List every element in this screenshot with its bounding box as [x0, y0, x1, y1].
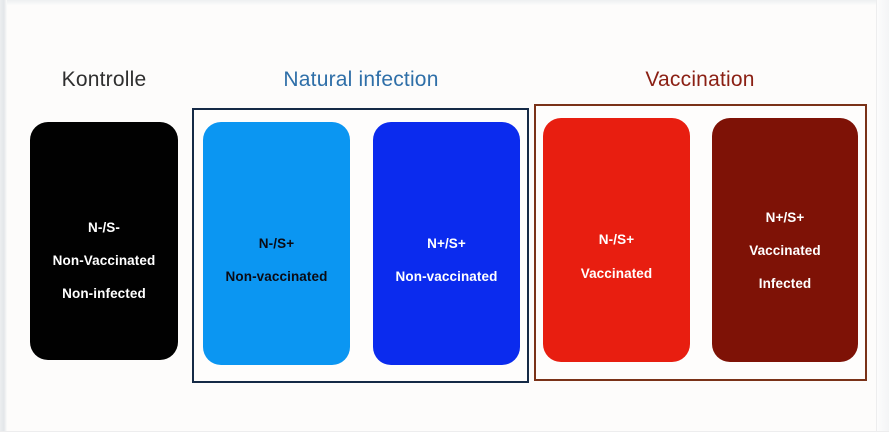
slide-edge-top [0, 0, 889, 5]
card-line-vaccination-status: Vaccinated [580, 265, 653, 281]
card-natural-n-neg-s-pos: N-/S+ Non-vaccinated [203, 122, 350, 365]
card-line-infection-status: Infected [758, 276, 812, 292]
slide-edge-left [0, 0, 7, 439]
card-line-serology: N-/S+ [258, 235, 295, 251]
card-line-infection-status: Non-infected [62, 286, 146, 302]
slide-edge-right [876, 0, 889, 439]
card-line-serology: N-/S- [88, 219, 120, 235]
card-line-vaccination-status: Non-vaccinated [395, 269, 498, 284]
card-line-serology: N+/S+ [427, 235, 466, 251]
card-line-serology: N+/S+ [765, 209, 805, 225]
card-line-vaccination-status: Non-vaccinated [225, 269, 328, 284]
group-heading-natural-infection: Natural infection [283, 68, 439, 91]
card-line-vaccination-status: Vaccinated [749, 242, 821, 258]
card-natural-n-pos-s-pos: N+/S+ Non-vaccinated [373, 122, 520, 365]
slide-edge-bottom [0, 431, 889, 439]
card-vaccination-n-neg-s-pos: N-/S+ Vaccinated [543, 118, 690, 362]
card-vaccination-n-pos-s-pos: N+/S+ Vaccinated Infected [712, 118, 858, 362]
card-line-vaccination-status: Non-Vaccinated [52, 252, 156, 268]
group-heading-vaccination: Vaccination [645, 68, 755, 91]
group-heading-control: Kontrolle [61, 68, 147, 91]
card-control-n-neg-s-neg: N-/S- Non-Vaccinated Non-infected [30, 122, 178, 360]
card-line-serology: N-/S+ [598, 232, 635, 248]
